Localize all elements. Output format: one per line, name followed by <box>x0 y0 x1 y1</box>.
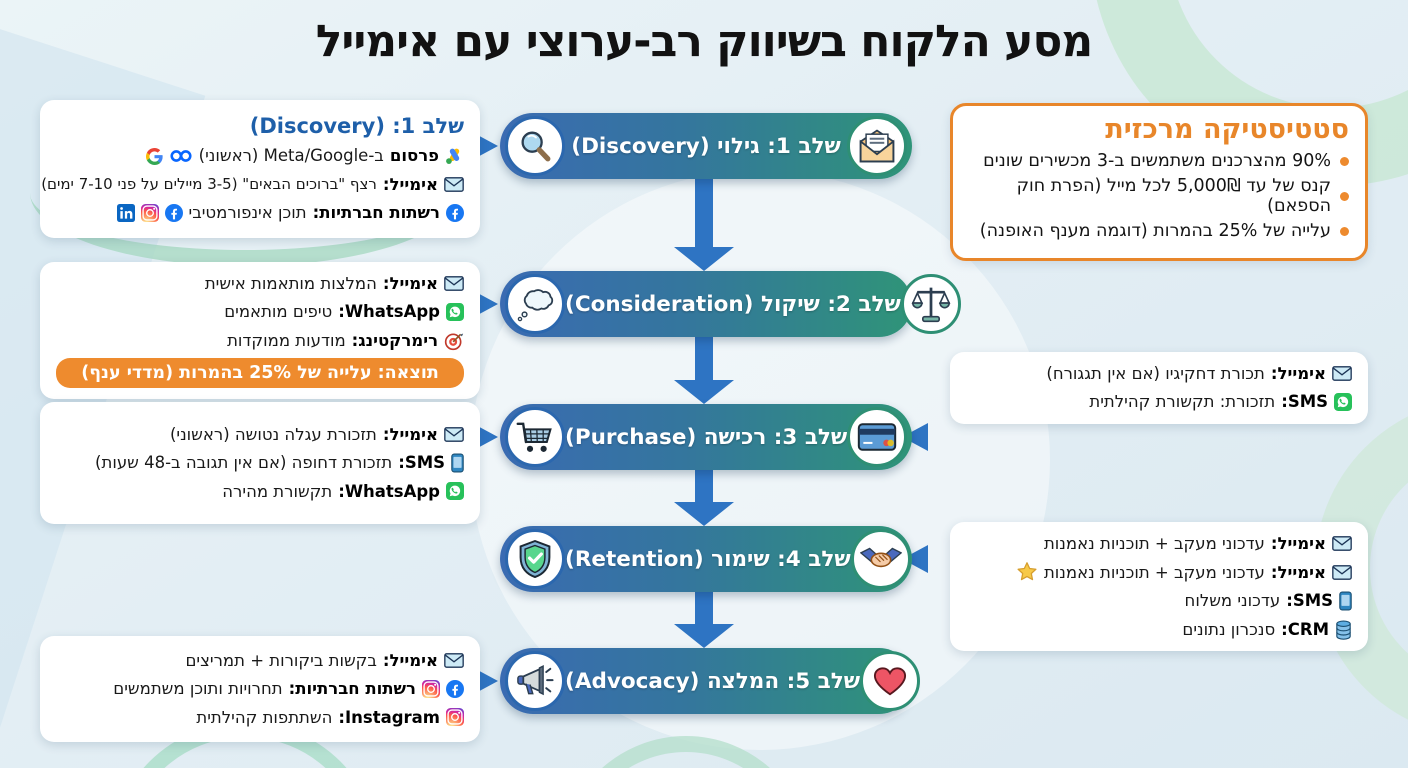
consideration-details-box: אימייל: המלצות מותאמות אישית WhatsApp: ט… <box>40 262 480 400</box>
purchase-right-details-box: אימייל: תכורת דחקיגיו (אם אין תגגורח) SM… <box>950 352 1368 424</box>
advocacy-line-instagram: Instagram: השתתפות קהילתית <box>56 707 464 728</box>
page-title: מסע הלקוח בשיווק רב-ערוצי עם אימייל <box>315 16 1093 67</box>
advocacy-details-box: אימייל: בקשות ביקורות + תמריצים רשתות חב… <box>40 636 480 742</box>
heart-icon <box>874 666 907 695</box>
stage-discovery-left-circle <box>505 116 565 176</box>
facebook-icon <box>164 203 183 222</box>
stage-advocacy: שלב 5: המלצה (Advocacy) <box>500 648 921 714</box>
consideration-line-whatsapp: WhatsApp: טיפים מותאמים <box>56 301 464 322</box>
handshake-icon <box>859 547 902 568</box>
envelope-icon <box>444 177 464 192</box>
stage-retention-label: שלב 4: שימור (Retention) <box>565 546 851 572</box>
scales-icon <box>911 287 951 323</box>
statistics-title: סטטיסטיקה מרכזית <box>1105 114 1349 145</box>
discovery-line-social: רשתות חברתיות: תוכן אינפורמטיבי <box>56 202 464 223</box>
stage-discovery-label: שלב 1: גילוי (Discovery) <box>571 133 841 159</box>
stage-advocacy-label: שלב 5: המלצה (Advocacy) <box>565 668 861 694</box>
whatsapp-icon <box>1334 393 1352 412</box>
stat-item-devices: 90% מהצרכנים משתמשים ב-3 מכשירים שונים <box>969 151 1349 171</box>
open-envelope-icon <box>859 129 895 163</box>
discovery-line-ads: פרסום ב-Meta/Google (ראשוני) <box>56 145 464 166</box>
purchase-right-line-email: אימייל: תכורת דחקיגיו (אם אין תגגורח) <box>966 363 1352 384</box>
google-ads-icon <box>446 148 460 165</box>
google-icon <box>145 147 163 165</box>
advocacy-line-social: רשתות חברתיות: תחרויות ותוכן משתמשים <box>56 678 464 699</box>
envelope-icon <box>444 427 464 442</box>
whatsapp-icon <box>446 482 464 501</box>
discovery-box-header: שלב 1: (Discovery) <box>249 114 464 139</box>
megaphone-icon <box>517 664 554 696</box>
stat-item-fine: קנס של עד 5,000₪ לכל מייל (הפרת חוק הספא… <box>969 176 1349 216</box>
instagram-icon <box>140 203 159 222</box>
phone-icon <box>1339 591 1352 611</box>
envelope-icon <box>444 653 464 668</box>
credit-card-icon <box>858 423 897 451</box>
purchase-line-whatsapp: WhatsApp: תקשורת מהירה <box>56 481 464 502</box>
cart-icon <box>516 422 552 452</box>
stage-discovery: שלב 1: גילוי (Discovery) <box>500 113 912 179</box>
stage-purchase-right-circle <box>847 407 908 467</box>
consideration-line-remarketing: רימרקטינג: מודעות ממוקדות <box>56 330 464 351</box>
flow-arrow-4 <box>674 592 734 648</box>
consideration-line-email: אימייל: המלצות מותאמות אישית <box>56 273 464 294</box>
stage-retention-right-circle <box>850 529 911 589</box>
retention-line-crm: CRM: סנכרון נתונים <box>966 619 1352 640</box>
stage-discovery-right-circle <box>847 116 907 176</box>
flow-arrow-3 <box>674 470 734 526</box>
linkedin-icon <box>116 203 135 222</box>
stage-purchase-label: שלב 3: רכישה (Purchase) <box>565 424 848 450</box>
stage-consideration-right-circle <box>900 274 961 334</box>
retention-details-box: אימייל: עדכוני מעקב + תוכניות נאמנות אימ… <box>950 522 1368 652</box>
retention-line-email-1: אימייל: עדכוני מעקב + תוכניות נאמנות <box>966 533 1352 554</box>
star-icon <box>1017 562 1037 581</box>
retention-line-email-2: אימייל: עדכוני מעקב + תוכניות נאמנות <box>966 561 1352 583</box>
phone-icon <box>451 453 464 473</box>
stage-consideration-label: שלב 2: שיקול (Consideration) <box>565 291 901 317</box>
discovery-line-email: אימייל: רצף "ברוכים הבאים" (3-5 מיילים ע… <box>41 174 464 195</box>
whatsapp-icon <box>446 303 464 322</box>
purchase-left-details-box: אימייל: תזכורת עגלה נטושה (ראשוני) SMS: … <box>40 402 480 524</box>
retention-line-sms: SMS: עדכוני משלוח <box>966 590 1352 611</box>
stage-purchase: שלב 3: רכישה (Purchase) <box>500 404 912 470</box>
purchase-line-sms: SMS: תזכורת דחופה (אם אין תגובה ב-48 שעו… <box>56 452 464 473</box>
bullet-icon <box>1340 226 1349 236</box>
facebook-icon <box>446 680 464 698</box>
bullet-icon <box>1340 156 1349 166</box>
database-icon <box>1336 620 1351 640</box>
envelope-icon <box>1332 536 1352 552</box>
stage-consideration: שלב 2: שיקול (Consideration) <box>500 271 961 337</box>
meta-icon <box>170 150 192 162</box>
flow-arrow-1 <box>674 179 734 271</box>
bullet-icon <box>1340 191 1349 201</box>
magnifier-icon <box>521 131 551 162</box>
stage-purchase-left-circle <box>505 407 565 467</box>
instagram-icon <box>422 680 440 698</box>
flow-arrow-2 <box>674 337 734 404</box>
purchase-right-line-sms: SMS: תזכורת: תקשורת קהילתית <box>966 391 1352 412</box>
advocacy-line-email: אימייל: בקשות ביקורות + תמריצים <box>56 650 464 671</box>
envelope-icon <box>1332 565 1352 580</box>
thought-bubble-icon <box>517 289 554 322</box>
stat-item-conversion: עלייה של 25% בהמרות (דוגמה מענף האופנה) <box>969 221 1349 241</box>
stage-retention-left-circle <box>505 529 565 589</box>
shield-check-icon <box>519 539 551 579</box>
envelope-icon <box>1332 366 1352 382</box>
envelope-icon <box>444 276 464 292</box>
target-icon <box>444 333 464 350</box>
consideration-result-badge: תוצאה: עלייה של 25% בהמרות (מדדי ענף) <box>56 358 464 389</box>
stage-consideration-left-circle <box>505 274 565 334</box>
purchase-line-email: אימייל: תזכורת עגלה נטושה (ראשוני) <box>56 424 464 445</box>
stage-advocacy-left-circle <box>505 651 565 711</box>
facebook-icon <box>446 203 464 222</box>
stage-retention: שלב 4: שימור (Retention) <box>500 526 912 592</box>
key-statistics-box: סטטיסטיקה מרכזית 90% מהצרכנים משתמשים ב-… <box>950 103 1368 261</box>
instagram-icon <box>446 708 464 727</box>
stage-advocacy-right-circle <box>860 651 921 711</box>
discovery-details-box: שלב 1: (Discovery) פרסום ב-Meta/Google (… <box>40 100 480 238</box>
